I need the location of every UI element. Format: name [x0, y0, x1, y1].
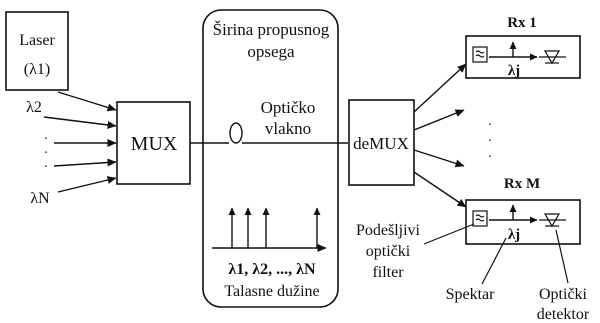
demux-output-arrows — [413, 63, 467, 208]
laser-lambda: (λ1) — [24, 61, 50, 78]
input-arrow — [57, 91, 117, 112]
filter-label: Podešljivi — [356, 222, 421, 239]
spectrum-annotation: Spektar — [446, 237, 507, 303]
spectrum-leader-line — [481, 237, 507, 285]
input-arrow — [53, 158, 117, 167]
photodiode-icon — [543, 50, 561, 65]
input-arrow — [43, 116, 117, 129]
bandwidth-title-2: opsega — [247, 42, 295, 61]
receiver-rx1: Rx 1 λj — [465, 15, 581, 79]
rx1-lambda: λj — [508, 63, 520, 79]
fiber-label-2: vlakno — [265, 119, 311, 138]
photodiode-icon — [543, 213, 561, 228]
filter-label-3: filter — [372, 264, 404, 281]
laser-label: Laser — [19, 32, 55, 49]
input-arrow — [57, 176, 117, 193]
lambda-dot: . — [44, 142, 48, 157]
demux-label: deMUX — [353, 134, 409, 153]
filter-leader-line — [423, 223, 475, 245]
detector-leader-line — [555, 229, 569, 284]
filter-wave-icon — [475, 214, 485, 222]
rxm-label: Rx M — [504, 176, 540, 192]
detector-label-2: detektor — [537, 306, 590, 323]
lambda-dot: . — [44, 156, 48, 171]
lambda-n-label: λN — [30, 190, 50, 207]
receiver-dot: . — [488, 146, 492, 161]
laser-box: Laser (λ1) — [5, 11, 69, 91]
bandwidth-box: Širina propusnog opsega Optičko vlakno — [202, 9, 339, 308]
receiver-dot: . — [488, 114, 492, 129]
filter-wave-icon — [475, 50, 485, 58]
detector-annotation: Optički detektor — [537, 229, 590, 323]
output-arrow — [413, 149, 465, 168]
wavelength-caption: Talasne dužine — [224, 283, 319, 300]
output-arrow — [413, 63, 467, 113]
mux-input-arrows — [43, 91, 117, 193]
spectrum-plot: λ1, λ2, ..., λN Talasne dužine — [212, 207, 327, 300]
mux-label: MUX — [131, 133, 178, 155]
filter-label-2: optički — [366, 243, 411, 260]
spectrum-label: Spektar — [446, 286, 496, 303]
wavelength-list: λ1, λ2, ..., λN — [228, 261, 316, 278]
lambda-dot: . — [44, 128, 48, 143]
mux-box: MUX — [116, 101, 191, 185]
rxm-lambda: λj — [508, 227, 520, 243]
receiver-rxm: Rx M λj — [465, 176, 581, 245]
output-arrow — [413, 109, 465, 131]
fiber-coil-icon — [229, 122, 243, 144]
bandwidth-title: Širina propusnog — [213, 20, 330, 39]
lambda-2-label: λ2 — [26, 99, 42, 116]
demux-box: deMUX — [348, 99, 415, 186]
fiber-label: Optičko — [261, 98, 316, 117]
optical-fiber — [190, 122, 348, 144]
tunable-filter-icon — [472, 210, 488, 227]
filter-annotation: Podešljivi optički filter — [356, 222, 475, 281]
output-arrow — [413, 171, 467, 208]
detector-label: Optički — [539, 286, 588, 303]
tunable-filter-icon — [472, 46, 488, 63]
rx1-label: Rx 1 — [507, 15, 537, 31]
receiver-dot: . — [488, 130, 492, 145]
